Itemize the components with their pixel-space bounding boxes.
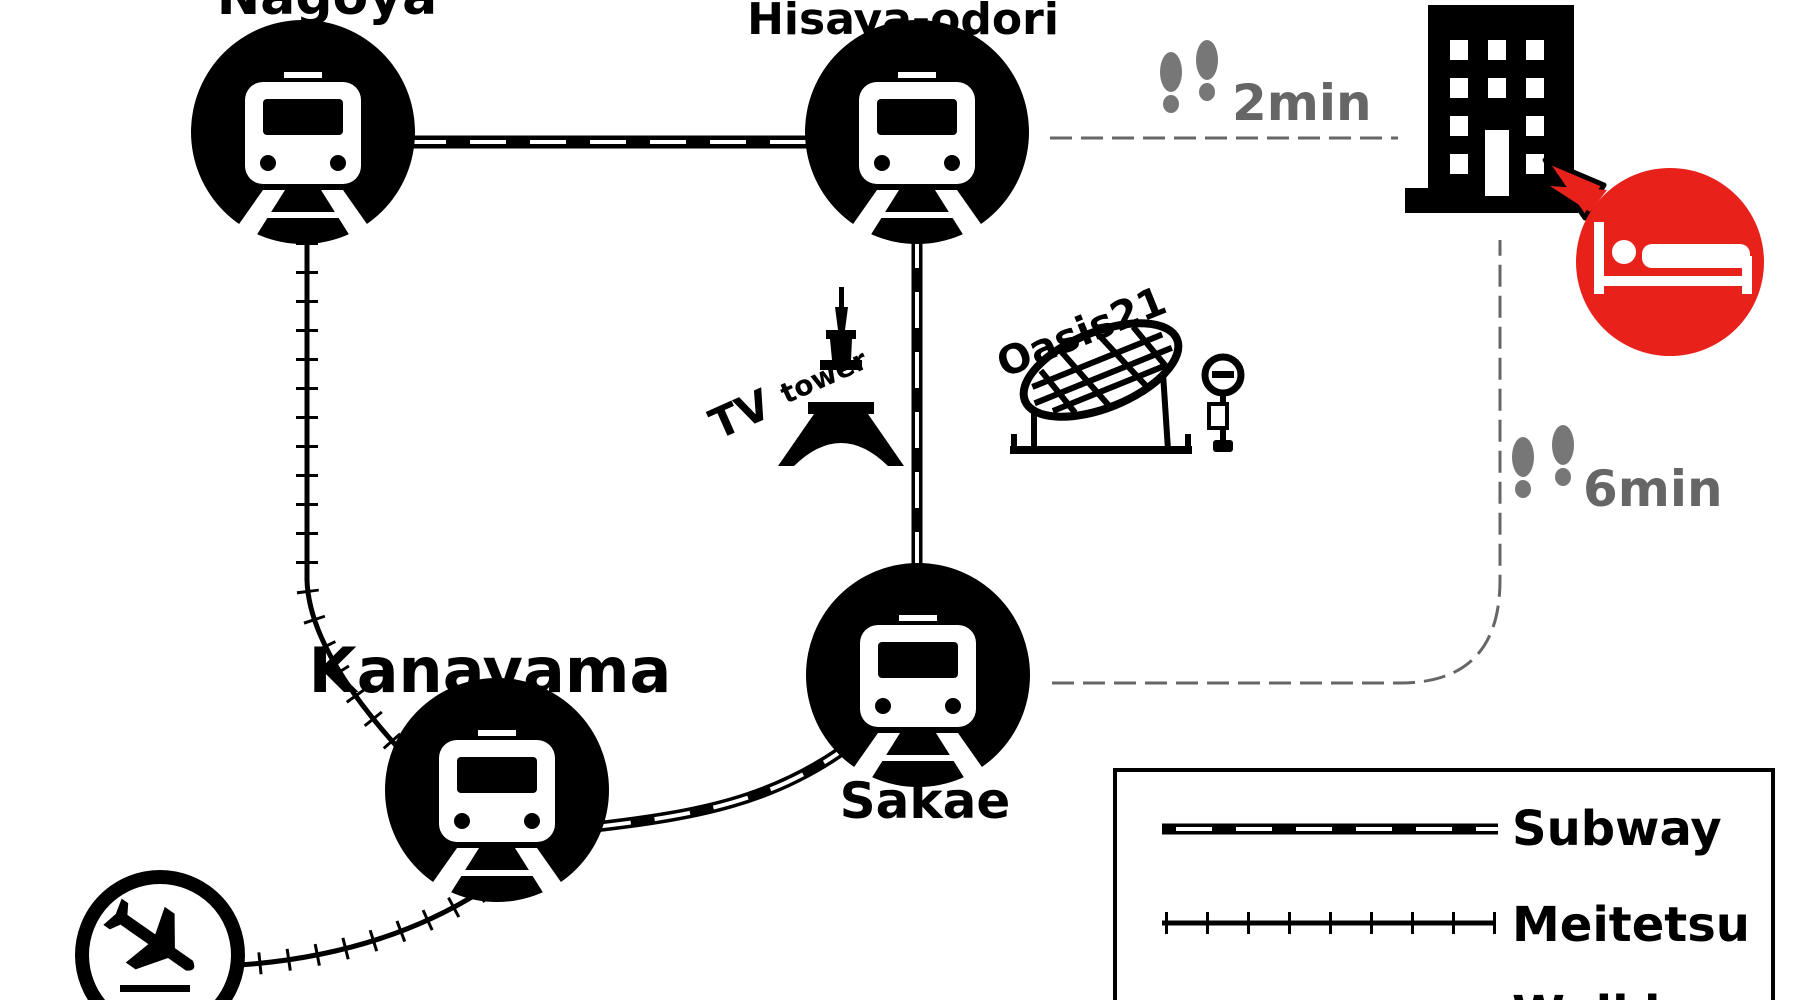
station-label-hisaya-odori: Hisaya-odori — [747, 0, 1059, 45]
oasis21-landmark[interactable]: Oasis21 — [991, 278, 1192, 454]
station-label-kanayama: Kanayama — [309, 634, 672, 707]
footprint-icon — [1512, 425, 1574, 498]
footprint-icon — [1160, 40, 1218, 113]
walking-route-sakae — [1052, 240, 1502, 685]
train-icon — [805, 20, 1029, 244]
tv-tower-label: tower — [775, 343, 872, 410]
train-icon — [385, 678, 609, 902]
legend-walking-label: Walking — [1512, 986, 1729, 1000]
station-sakae[interactable]: Sakae — [806, 563, 1030, 830]
legend-meitetsu-label: Meitetsu — [1512, 897, 1750, 953]
station-hisaya-odori[interactable]: Hisaya-odori — [747, 0, 1059, 244]
plane-icon — [103, 898, 195, 971]
legend-box: Subway Meitetsu Walking — [1113, 768, 1775, 1000]
bus-stop-icon — [1201, 353, 1245, 452]
walking-time-sakae: 6min — [1512, 425, 1723, 518]
tv-tower-landmark[interactable]: TV tower — [702, 287, 904, 466]
station-label-sakae: Sakae — [840, 772, 1011, 830]
train-icon — [806, 563, 1030, 787]
station-kanayama[interactable]: Kanayama — [309, 634, 672, 902]
walking-time-label: 6min — [1583, 460, 1723, 518]
legend-subway-label: Subway — [1512, 801, 1722, 857]
meitetsu-line-kanayama-airport — [239, 882, 486, 976]
subway-line-kanayama-sakae — [594, 747, 844, 833]
meitetsu-line-nagoya-kanayama — [296, 242, 409, 758]
station-nagoya[interactable]: Nagoya — [191, 0, 437, 244]
tv-tower-label: TV — [702, 379, 778, 449]
airport-marker[interactable] — [75, 870, 245, 1000]
walking-time-hisaya: 2min — [1160, 40, 1372, 132]
station-label-nagoya: Nagoya — [217, 0, 438, 27]
tv-tower-icon — [778, 287, 904, 466]
bed-icon — [1594, 222, 1752, 294]
train-icon — [191, 20, 415, 244]
walking-time-label: 2min — [1232, 74, 1372, 132]
hotel-building-icon — [1405, 5, 1578, 213]
oasis21-icon — [1010, 319, 1192, 454]
hotel-marker[interactable] — [1542, 157, 1764, 356]
